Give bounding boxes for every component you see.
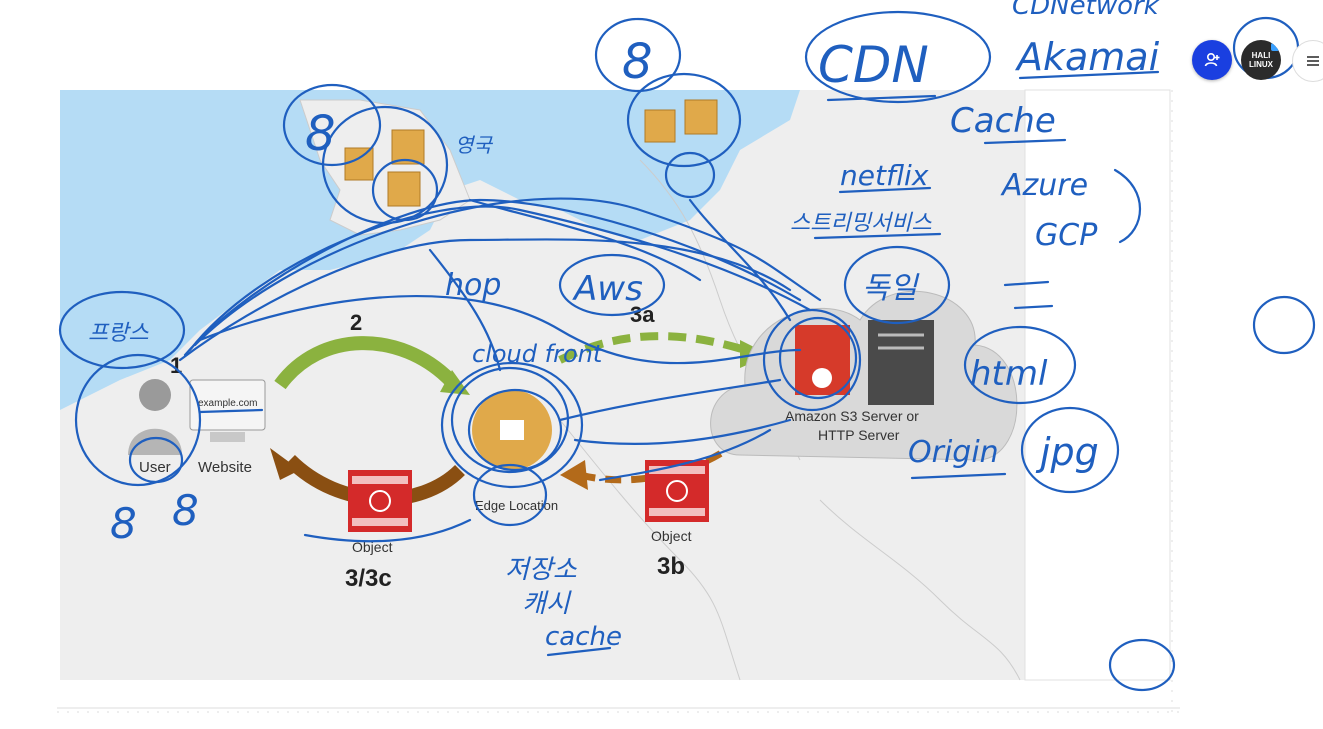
object-film-icon-left xyxy=(348,470,412,532)
ink-streaming: 스트리밍서비스 xyxy=(790,211,932,236)
avatar-badge-icon xyxy=(1271,43,1279,51)
user-icon xyxy=(128,379,182,455)
edge-server-icon-north xyxy=(644,99,718,143)
object-label-left: Object xyxy=(352,539,393,555)
ink-cdn: CDN xyxy=(818,36,929,94)
ink-azure: Azure xyxy=(1000,168,1088,203)
ink-num8-b: 8 xyxy=(622,34,653,90)
ink-netflix: netflix xyxy=(840,159,929,192)
add-user-button[interactable] xyxy=(1192,40,1232,80)
cdn-diagram-image: example.com User Website 1 2 3a 3b 3/3c … xyxy=(57,89,1180,713)
ink-num8-c: 8 xyxy=(110,499,137,548)
ink-layer: CDN CDNetwork Akamai Cache netflix 스트리밍서… xyxy=(58,0,1316,692)
ink-seoul: 독일 xyxy=(862,271,920,306)
edge-location-icon xyxy=(472,390,552,470)
origin-label-line2: HTTP Server xyxy=(818,427,900,443)
ink-num8-d: 8 xyxy=(172,486,199,535)
website-label: Website xyxy=(198,459,252,476)
edge-server-icon-uk xyxy=(344,129,425,207)
ink-cloudfront: cloud front xyxy=(472,340,604,368)
ink-origin: Origin xyxy=(908,435,999,470)
ink-aws: Aws xyxy=(572,269,643,309)
ink-korea-left: 프랑스 xyxy=(88,321,149,346)
ink-storage: 저장소 xyxy=(505,555,578,585)
avatar-line2: LINUX xyxy=(1249,60,1273,69)
step-2-label: 2 xyxy=(350,310,362,335)
object-label-right: Object xyxy=(651,528,692,544)
ink-uk: 영국 xyxy=(455,133,493,157)
avatar[interactable]: HALI LINUX xyxy=(1241,40,1281,80)
ink-cache-title: Cache xyxy=(950,101,1056,141)
origin-label-line1: Amazon S3 Server or xyxy=(785,408,919,424)
ink-gcp: GCP xyxy=(1035,218,1098,253)
menu-button[interactable] xyxy=(1292,40,1323,82)
hamburger-menu-icon xyxy=(1307,56,1319,66)
ink-jpg: jpg xyxy=(1035,430,1099,474)
ink-cdnetwork: CDNetwork xyxy=(1012,0,1160,21)
add-user-icon xyxy=(1204,52,1220,67)
ink-akamai: Akamai xyxy=(1014,35,1160,79)
user-label: User xyxy=(139,459,171,476)
avatar-line1: HALI xyxy=(1251,51,1271,60)
ink-cache-kr: 캐시 xyxy=(522,589,572,619)
ink-num8-a: 8 xyxy=(305,106,336,162)
step-3b-label: 3b xyxy=(657,553,685,580)
arrow-step-3a xyxy=(558,332,747,364)
website-url: example.com xyxy=(198,398,257,409)
edge-location-label: Edge Location xyxy=(475,498,558,513)
arrow-step-2 xyxy=(274,336,455,390)
step-3c-label: 3/3c xyxy=(345,565,392,592)
step-3a-label: 3a xyxy=(630,302,655,327)
ink-html: html xyxy=(970,354,1048,394)
website-monitor-icon xyxy=(189,379,266,442)
